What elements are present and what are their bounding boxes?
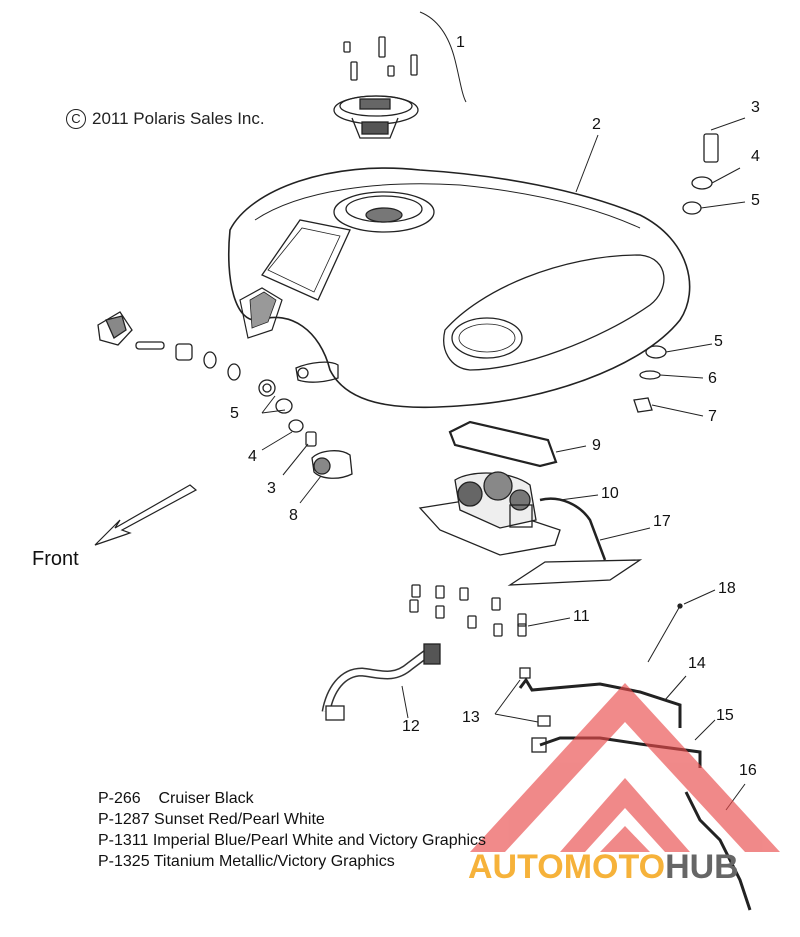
watermark-text: AUTOMOTOHUB	[468, 848, 739, 887]
color-option-row: P-1311 Imperial Blue/Pearl White and Vic…	[98, 830, 486, 851]
callout-5: 5	[751, 192, 760, 209]
callout-12: 12	[402, 718, 420, 735]
left-hardware	[97, 311, 353, 504]
callout-1: 1	[456, 34, 465, 51]
callout-6: 6	[708, 370, 717, 387]
callout-7: 7	[708, 408, 717, 425]
watermark-part2: HUB	[665, 848, 739, 886]
callout-5c: 5	[230, 405, 239, 422]
callout-14: 14	[688, 655, 706, 672]
color-code: P-266	[98, 790, 141, 807]
color-code: P-1311	[98, 832, 149, 849]
color-name: Sunset Red/Pearl White	[154, 811, 325, 828]
callout-9: 9	[592, 437, 601, 454]
color-option-row: P-1287 Sunset Red/Pearl White	[98, 809, 486, 830]
copyright-text: 2011 Polaris Sales Inc.	[92, 109, 265, 128]
callout-8: 8	[289, 507, 298, 524]
watermark-logo	[470, 683, 780, 852]
front-label: Front	[32, 548, 79, 570]
color-options-list: P-266 Cruiser Black P-1287 Sunset Red/Pe…	[98, 788, 486, 872]
color-code: P-1325	[98, 853, 150, 870]
fuel-tank	[227, 134, 691, 409]
watermark-part1: AUTOMOTO	[468, 848, 666, 886]
callout-15: 15	[716, 707, 734, 724]
callout-11: 11	[573, 608, 590, 625]
vent-lines	[494, 667, 752, 911]
callout-18: 18	[718, 580, 736, 597]
color-name: Titanium Metallic/Victory Graphics	[153, 853, 395, 870]
color-name: Cruiser Black	[158, 790, 254, 807]
callout-3b: 3	[267, 480, 276, 497]
callout-4: 4	[751, 148, 760, 165]
right-hardware	[633, 117, 746, 417]
color-code: P-1287	[98, 811, 150, 828]
copyright-symbol: C	[66, 109, 86, 129]
rod	[647, 605, 681, 663]
callout-13: 13	[462, 709, 480, 726]
callout-10: 10	[601, 485, 619, 502]
color-name: Imperial Blue/Pearl White and Victory Gr…	[152, 832, 487, 849]
callout-3: 3	[751, 99, 760, 116]
callout-4b: 4	[248, 448, 257, 465]
cap-screws	[343, 36, 418, 81]
color-option-row: P-1325 Titanium Metallic/Victory Graphic…	[98, 851, 486, 872]
callout-17: 17	[653, 513, 671, 530]
copyright-notice: C 2011 Polaris Sales Inc.	[66, 109, 265, 129]
front-arrow	[94, 484, 198, 546]
fuel-cap-assembly	[333, 11, 467, 139]
fuel-pump	[418, 471, 651, 586]
callout-5b: 5	[714, 333, 723, 350]
callout-16: 16	[739, 762, 757, 779]
fuel-hose	[321, 643, 441, 721]
pump-screws	[409, 584, 571, 637]
callout-2: 2	[592, 116, 601, 133]
color-option-row: P-266 Cruiser Black	[98, 788, 486, 809]
gasket	[448, 420, 587, 468]
